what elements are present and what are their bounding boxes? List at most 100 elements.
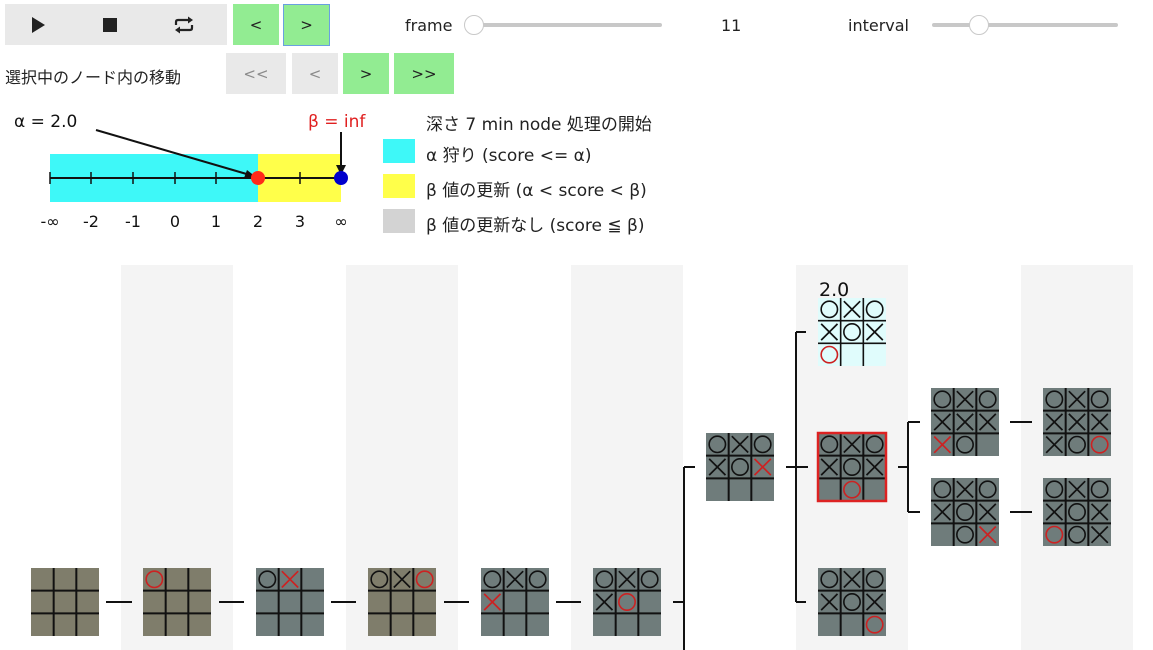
node-score-label: 2.0 [819,279,849,301]
o-mark [843,458,861,476]
x-mark [1045,503,1064,521]
legend-swatch-none [383,209,415,233]
o-mark [731,458,749,476]
board-node[interactable] [256,568,324,636]
node-next-button[interactable]: > [343,53,389,94]
selected-node-outline [816,431,888,503]
legend-item: α 狩り (score <= α) [426,146,592,166]
o-mark [1068,525,1086,544]
x-mark [843,300,861,319]
node-prev-button[interactable]: < [292,53,338,94]
x-mark [1068,390,1086,409]
x-mark [978,503,997,521]
next-frame-button[interactable]: > [283,4,330,46]
stop-button[interactable] [90,8,130,41]
board-node[interactable] [143,568,211,636]
board-node[interactable] [931,478,999,546]
o-mark [595,570,614,589]
o-mark [640,570,659,589]
interval-label: interval [848,16,909,35]
x-mark [865,458,884,476]
alpha-arrow [95,129,251,176]
play-icon [32,16,45,33]
x-mark [820,323,839,341]
beta-label: β = inf [308,112,366,132]
interval-slider-thumb[interactable] [968,15,989,35]
interval-slider[interactable] [932,23,1118,27]
tick-label: -1 [125,212,141,231]
alpha-label: α = 2.0 [14,112,77,132]
o-mark [978,390,997,409]
board-node[interactable] [818,298,886,366]
x-mark [731,435,749,454]
depth-column [1021,265,1133,650]
o-mark [1045,390,1064,409]
x-mark [933,435,952,454]
o-mark [1090,435,1109,454]
o-mark [933,480,952,499]
legend-item: β 値の更新なし (score ≦ β) [426,216,645,236]
frame-slider[interactable] [468,23,662,27]
o-mark [1045,525,1064,544]
board-node[interactable] [31,568,99,636]
o-mark [820,435,839,454]
stop-icon [103,17,117,32]
frame-label: frame [405,16,453,35]
x-mark [956,390,974,409]
board-node[interactable] [593,568,661,636]
board-node[interactable] [816,431,888,503]
o-mark [145,570,164,589]
x-mark [1068,413,1086,431]
x-mark [1090,413,1109,431]
o-mark [1090,390,1109,409]
board-node[interactable] [368,568,436,636]
x-mark [933,503,952,521]
x-mark [843,570,861,589]
x-mark [978,413,997,431]
board-node[interactable] [1043,388,1111,456]
o-mark [820,300,839,319]
x-mark [956,413,974,431]
o-mark [370,570,389,589]
board-node[interactable] [818,568,886,636]
tick-label: 3 [295,212,305,231]
play-button[interactable] [18,8,58,41]
frame-value: 11 [721,16,742,35]
x-mark [483,593,502,611]
o-mark [978,480,997,499]
alpha-marker [251,171,265,185]
prev-frame-button[interactable]: < [233,4,279,45]
board-node[interactable] [931,388,999,456]
o-mark [865,435,884,454]
x-mark [708,458,727,476]
tick-labels: -∞ -2 -1 0 1 2 3 ∞ [40,212,347,231]
o-mark [1068,435,1086,454]
tick-label: 1 [211,212,221,231]
tick-label: 2 [253,212,263,231]
o-mark [415,570,434,589]
legend-swatch-update [383,174,415,198]
o-mark [865,300,884,319]
x-mark [820,458,839,476]
frame-slider-thumb[interactable] [464,15,484,35]
board-node[interactable] [1043,478,1111,546]
tick-label: 0 [170,212,180,231]
o-mark [528,570,547,589]
board-node[interactable] [481,568,549,636]
alpha-beta-window: α = 2.0 β = inf -∞ -2 -1 0 1 2 3 ∞ [14,112,366,231]
o-mark [258,570,277,589]
board-node[interactable] [706,433,774,501]
o-mark [820,345,839,364]
node-first-button[interactable]: << [226,53,286,94]
x-mark [865,323,884,341]
x-mark [281,570,299,589]
x-mark [1045,435,1064,454]
node-last-button[interactable]: >> [394,53,454,94]
loop-button[interactable] [164,8,204,41]
x-mark [618,570,636,589]
x-mark [393,570,411,589]
tick-label: -2 [83,212,99,231]
o-mark [820,570,839,589]
x-mark [1090,525,1109,544]
